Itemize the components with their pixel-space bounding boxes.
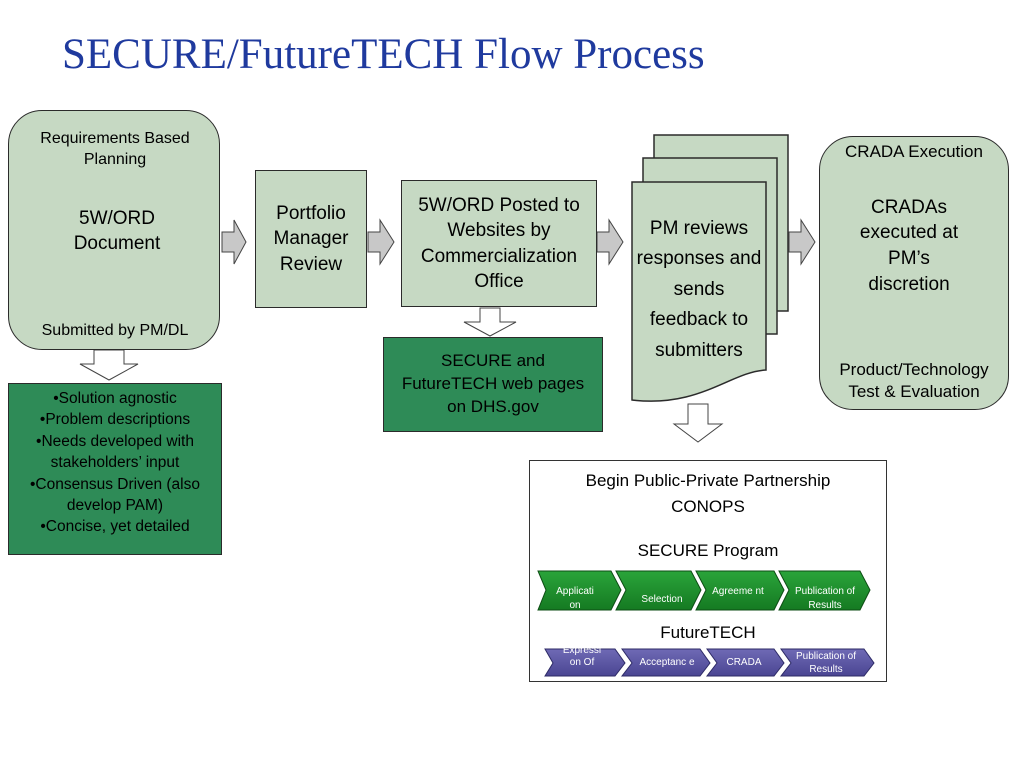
futuretech-step-expression: Expressi on Of (562, 645, 602, 668)
secure-step-application: Applicati on (556, 586, 594, 611)
page-title: SECURE/FutureTECH Flow Process (62, 31, 705, 78)
futuretech-step-crada: CRADA (726, 657, 762, 668)
down-arrow-icon (79, 349, 139, 381)
requirements-panel (8, 110, 220, 350)
down-arrow-icon (463, 307, 517, 337)
secure-step-publication: Publication of Results (794, 586, 856, 611)
secure-web-pages: SECURE and FutureTECH web pages on DHS.g… (383, 337, 603, 432)
down-arrow-icon (672, 403, 724, 443)
chevron-step-icon (695, 570, 785, 611)
portfolio-manager-review: Portfolio Manager Review (255, 170, 367, 308)
chevron-step-icon (615, 570, 702, 611)
chevron-step-icon (537, 570, 622, 611)
right-arrow-icon (596, 218, 624, 266)
bullet-item: •Concise, yet detailed (40, 518, 190, 536)
requirements-footer: Submitted by PM/DL (41, 321, 189, 339)
crada-document: CRADAs executed at PM’s discretion (859, 196, 959, 295)
requirements-bullets: •Solution agnostic •Problem descriptions… (8, 383, 222, 555)
right-arrow-icon (367, 218, 395, 266)
futuretech-steps (544, 648, 875, 677)
partnership-header: Begin Public-Private Partnership CONOPS (585, 471, 831, 516)
bullet-item: •Consensus Driven (also develop PAM) (30, 475, 200, 514)
pm-reviews-text: PM reviews responses and sends feedback … (636, 218, 762, 361)
stacked-page-front (631, 181, 767, 402)
chevron-step-icon (705, 648, 785, 677)
right-arrow-icon (788, 218, 816, 266)
secure-program-label: SECURE Program (637, 541, 779, 560)
crada-panel (819, 136, 1009, 410)
chevron-step-icon (778, 570, 871, 611)
bullet-item: •Needs developed with stakeholders’ inpu… (36, 432, 194, 472)
requirements-header: Requirements Based Planning (40, 130, 190, 168)
bullet-item: •Solution agnostic (53, 390, 177, 407)
secure-step-agreement: Agreeme nt (712, 586, 764, 597)
bullet-item: •Problem descriptions (39, 411, 191, 429)
futuretech-step-publication: Publication of Results (795, 651, 857, 675)
secure-steps (537, 570, 871, 611)
requirements-document: 5W/ORD Document (73, 208, 161, 254)
crada-header: CRADA Execution (845, 141, 983, 161)
chevron-step-icon (779, 648, 875, 677)
chevron-step-icon (544, 648, 626, 677)
futuretech-step-acceptance: Acceptanc e (639, 657, 695, 668)
futuretech-label: FutureTECH (660, 623, 756, 642)
chevron-step-icon (620, 648, 711, 677)
secure-step-selection: Selection (641, 594, 683, 605)
crada-footer: Product/Technology Test & Evaluation (839, 359, 989, 401)
posted-to-websites: 5W/ORD Posted to Websites by Commerciali… (401, 180, 597, 307)
right-arrow-icon (221, 219, 247, 265)
